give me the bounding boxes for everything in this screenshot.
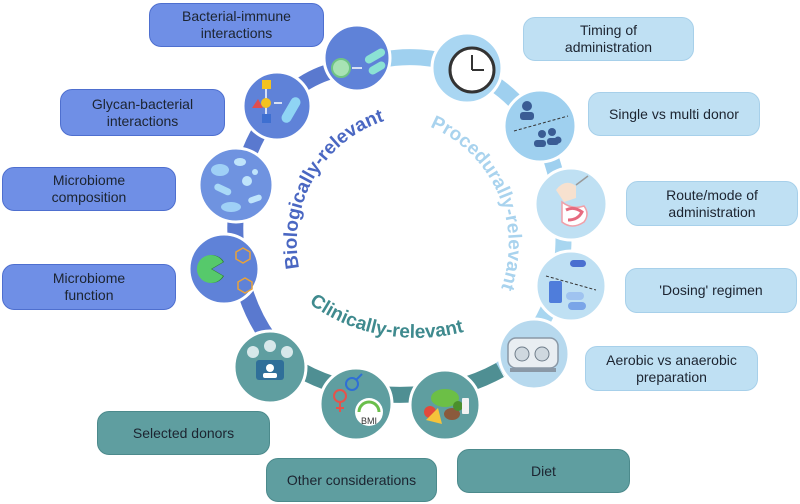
anaerobic-chamber-icon [497,317,571,391]
selected-donors-icon [232,329,308,405]
bacterial-immune-icon [322,23,392,93]
diet-food-icon [408,368,482,442]
category-title-clinical: Clinically-relevant [306,290,466,343]
donor-people-icon [502,88,578,164]
microbiome-composition-label: Microbiome composition [2,167,176,211]
diet-label: Diet [457,449,630,493]
bmi-text: BMI [361,416,377,426]
clock-icon [430,31,504,105]
dosing-pills-icon [534,249,608,323]
timing-of-administration-label: Timing of administration [523,17,694,61]
ring-segment-clinical [296,362,504,403]
route-administration-icon [533,166,609,242]
route-mode-of-administration-label: Route/mode of administration [626,181,798,226]
glycan-bacterial-interactions-label: Glycan-bacterial interactions [60,89,225,136]
dosing-regimen-label: 'Dosing' regimen [625,268,797,313]
sex-bmi-icon: BMI [318,366,394,442]
bacterial-immune-interactions-label: Bacterial-immune interactions [149,3,324,47]
single-vs-multi-donor-label: Single vs multi donor [588,92,760,136]
glycan-bacterial-icon [241,70,313,142]
other-considerations-label: Other considerations [266,458,437,502]
microbiome-composition-icon [197,146,275,224]
microbiome-function-icon [187,232,261,306]
aerobic-vs-anaerobic-preparation-label: Aerobic vs anaerobic preparation [585,346,758,391]
selected-donors-label: Selected donors [97,411,270,455]
microbiome-function-label: Microbiome function [2,264,176,310]
